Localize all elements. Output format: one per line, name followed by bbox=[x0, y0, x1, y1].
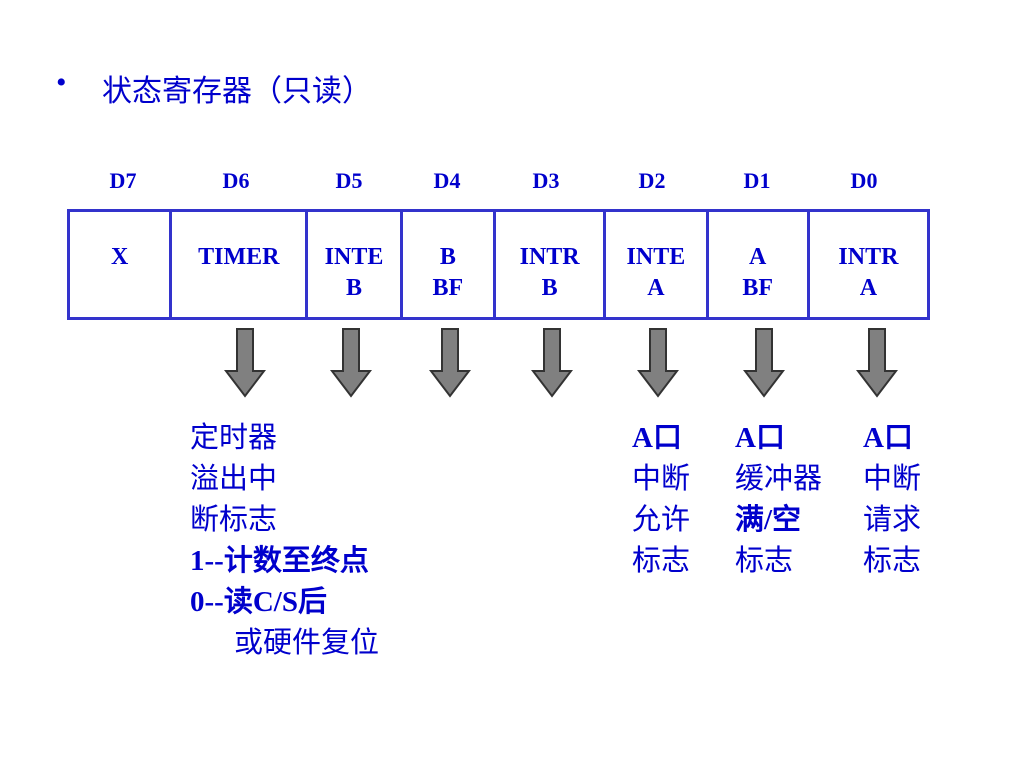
bit-label-d1: D1 bbox=[743, 168, 771, 193]
register-cell-d0: INTR A bbox=[810, 212, 927, 317]
d0-desc-line: 请求 bbox=[863, 504, 922, 536]
cell-d1-line2: BF bbox=[742, 275, 774, 301]
cell-d0-line2: A bbox=[859, 275, 878, 301]
cell-d2-line1: INTE bbox=[626, 244, 686, 270]
d2-desc-line: 标志 bbox=[632, 545, 691, 577]
d1-desc-line: 标志 bbox=[735, 545, 794, 577]
cell-d5-line1: INTE bbox=[324, 244, 384, 270]
d6-desc-line: 0--读C/S后 bbox=[190, 586, 327, 618]
status-register: X TIMER INTE B B BF INTR B INTE A A BF I… bbox=[67, 209, 930, 320]
down-arrow-icon bbox=[856, 328, 898, 398]
down-arrow-icon bbox=[429, 328, 471, 398]
bit-label-d6: D6 bbox=[222, 168, 250, 193]
d6-desc-line: 溢出中 bbox=[190, 463, 278, 495]
d6-desc-line: 定时器 bbox=[190, 422, 278, 454]
d0-description: A口 中断 请求 标志 bbox=[863, 418, 921, 582]
d6-desc-line: 断标志 bbox=[190, 504, 278, 536]
register-cell-d2: INTE A bbox=[606, 212, 709, 317]
cell-d3-line2: B bbox=[541, 275, 558, 301]
cell-d4-line2: BF bbox=[432, 275, 464, 301]
slide-title: 状态寄存器（只读） bbox=[102, 75, 372, 108]
register-cell-d1: A BF bbox=[709, 212, 810, 317]
bit-label-d0: D0 bbox=[850, 168, 878, 193]
cell-d4-line1: B bbox=[439, 244, 456, 270]
cell-d3-line1: INTR bbox=[519, 244, 580, 270]
d2-desc-line: 中断 bbox=[632, 463, 691, 495]
d1-description: A口 缓冲器 满/空 标志 bbox=[735, 418, 822, 582]
d0-desc-line: A口 bbox=[863, 422, 913, 454]
d2-desc-line: A口 bbox=[632, 422, 682, 454]
d1-desc-line: 满/空 bbox=[735, 504, 802, 536]
d6-desc-line: 或硬件复位 bbox=[234, 627, 380, 659]
down-arrow-icon bbox=[531, 328, 573, 398]
bit-label-d5: D5 bbox=[335, 168, 363, 193]
bit-label-d4: D4 bbox=[433, 168, 461, 193]
bit-label-d7: D7 bbox=[109, 168, 137, 193]
register-cell-d7: X bbox=[70, 212, 173, 317]
down-arrow-icon bbox=[330, 328, 372, 398]
d0-desc-line: 标志 bbox=[863, 545, 922, 577]
down-arrow-icon bbox=[637, 328, 679, 398]
d1-desc-line: A口 bbox=[735, 422, 785, 454]
d0-desc-line: 中断 bbox=[863, 463, 922, 495]
d6-description: 定时器 溢出中 断标志 1--计数至终点 0--读C/S后 或硬件复位 bbox=[190, 418, 379, 664]
d6-desc-line: 1--计数至终点 bbox=[190, 545, 369, 577]
d2-desc-line: 允许 bbox=[632, 504, 691, 536]
cell-d0-line1: INTR bbox=[838, 244, 899, 270]
cell-d5-line2: B bbox=[345, 275, 362, 301]
down-arrow-icon bbox=[743, 328, 785, 398]
d2-description: A口 中断 允许 标志 bbox=[632, 418, 690, 582]
register-cell-d4: B BF bbox=[403, 212, 497, 317]
register-cell-d6: TIMER bbox=[172, 212, 309, 317]
register-cell-d5: INTE B bbox=[308, 212, 403, 317]
cell-d7-line1: X bbox=[110, 244, 129, 270]
cell-d2-line2: A bbox=[647, 275, 665, 301]
cell-d1-line1: A bbox=[749, 244, 767, 270]
register-cell-d3: INTR B bbox=[496, 212, 607, 317]
down-arrow-icon bbox=[224, 328, 266, 398]
cell-d6-line1: TIMER bbox=[198, 244, 280, 270]
d1-desc-line: 缓冲器 bbox=[735, 463, 823, 495]
bullet-icon: • bbox=[56, 66, 67, 99]
bit-label-d3: D3 bbox=[532, 168, 560, 193]
bit-label-d2: D2 bbox=[638, 168, 666, 193]
